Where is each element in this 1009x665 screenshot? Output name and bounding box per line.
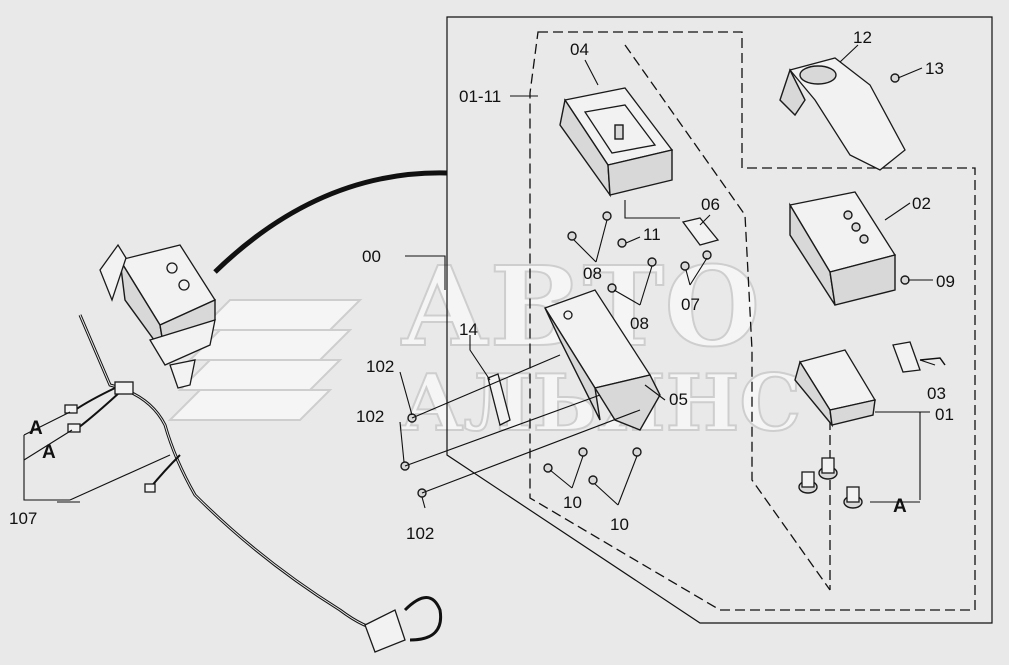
part-05-bracket — [544, 289, 661, 431]
part-12-cover — [779, 57, 906, 171]
knob-set — [798, 457, 863, 509]
label-10-a: 10 — [563, 493, 582, 512]
wire-harness — [64, 314, 443, 653]
part-03-bracket — [892, 341, 921, 373]
label-a-right: A — [893, 496, 907, 517]
label-102-a: 102 — [366, 357, 394, 376]
label-a-2: A — [42, 442, 56, 463]
screw-set — [400, 211, 712, 498]
label-02: 02 — [912, 194, 931, 213]
part-01-switch-box — [794, 349, 877, 428]
label-12: 12 — [853, 28, 872, 47]
label-01: 01 — [935, 405, 954, 424]
label-107: 107 — [9, 509, 37, 528]
label-03: 03 — [927, 384, 946, 403]
dashed-region-outline — [529, 31, 976, 611]
assembly-arrow — [213, 170, 448, 274]
part-09-screw — [900, 275, 910, 285]
label-05: 05 — [669, 390, 688, 409]
panel-outline — [446, 16, 993, 624]
part-06-clip — [681, 217, 720, 246]
harness-connector — [364, 609, 406, 653]
label-09: 09 — [936, 272, 955, 291]
label-10-b: 10 — [610, 515, 629, 534]
label-a-1: A — [29, 418, 43, 439]
label-102-b: 102 — [356, 407, 384, 426]
label-04: 04 — [570, 40, 589, 59]
label-102-c: 102 — [406, 524, 434, 543]
leader-lines — [23, 44, 936, 509]
part-13-screw — [890, 73, 900, 83]
left-assembly — [99, 243, 216, 389]
part-labels: 00 01-11 04 12 13 02 06 11 08 08 07 09 1… — [9, 28, 955, 543]
label-08-a: 08 — [583, 264, 602, 283]
label-07: 07 — [681, 295, 700, 314]
label-08-b: 08 — [630, 314, 649, 333]
dashed-region-divider — [624, 44, 831, 591]
label-00: 00 — [362, 247, 381, 266]
watermark: АВТО АЛЬЯНС — [167, 241, 802, 450]
part-14-tab — [487, 373, 511, 426]
label-14: 14 — [459, 320, 478, 339]
label-01-11: 01-11 — [459, 87, 501, 106]
part-04-box — [559, 87, 674, 198]
watermark-line2: АЛЬЯНС — [400, 358, 801, 449]
label-13: 13 — [925, 59, 944, 78]
label-11: 11 — [643, 225, 661, 244]
label-06: 06 — [701, 195, 720, 214]
part-02-cover — [788, 191, 897, 306]
